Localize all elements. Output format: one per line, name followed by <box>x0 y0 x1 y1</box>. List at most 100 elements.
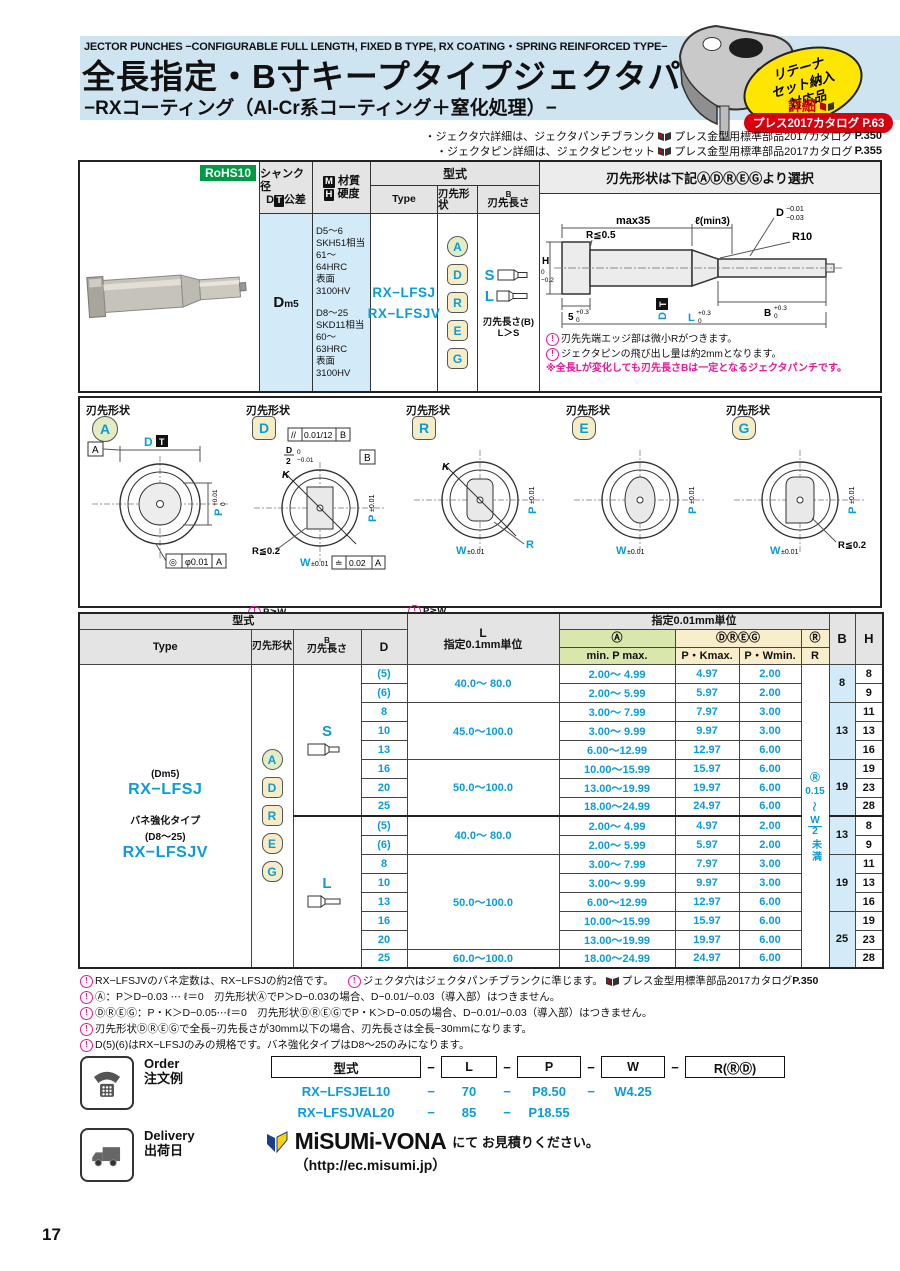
ex1-w: W4.25 <box>614 1084 652 1099</box>
tip-l-icon <box>307 895 341 908</box>
pw-value: 3.00 <box>738 720 802 741</box>
footnote-5: D(5)(6)はRX−LFSJのみの規格です。バネ強化タイプはD8〜25のみにな… <box>80 1038 469 1053</box>
dim-l-min3: ℓ(min3) <box>695 216 730 227</box>
shape-g-dim-p: P <box>847 507 859 514</box>
tip-l-icon <box>496 290 528 302</box>
m-box: M <box>323 175 335 188</box>
blade-shape-r: 刃先形状 R K P ±0.01 W ±0.01 R P≧W <box>400 398 560 644</box>
h-value: 9 <box>854 682 884 703</box>
order-label: Order 注文例 <box>144 1056 183 1086</box>
product-photo-cell: RoHS10 <box>80 162 260 391</box>
r-tilde: 〜 <box>807 801 819 812</box>
minmax-value: 10.00〜15.99 <box>558 758 676 779</box>
delivery-label-jp: 出荷日 <box>144 1143 184 1158</box>
type1-code: RX−LFSJ <box>128 781 203 799</box>
shape-e-label: 刃先形状 <box>566 405 610 417</box>
header-l1: L <box>479 625 487 640</box>
pw-value: 2.00 <box>738 682 802 703</box>
material-value-cell: D5〜6 SKH51相当 61〜64HRC 表面3100HV D8〜25 SKD… <box>313 214 370 391</box>
material-block2: D8〜25 SKD11相当 60〜63HRC 表面3100HV <box>316 308 367 380</box>
footnote-3: ⒹⓇⒺⒼ：P・K＞D−0.05⋯ℓ＝0 刃先形状ⒹⓇⒺⒼでP・K＞D−0.05の… <box>80 1006 652 1021</box>
minmax-value: 3.00〜 7.99 <box>558 701 676 722</box>
bullet2-text: ・ジェクタピン詳細は、ジェクタピンセット <box>436 146 656 158</box>
l-range: 45.0〜100.0 <box>406 701 560 760</box>
d-value: 10 <box>360 720 408 741</box>
note-icon <box>80 975 93 988</box>
ex2-l: 85 <box>461 1105 477 1120</box>
model-group: 型式 Type RX−LFSJ RX−LFSJV 刃先形状 A D R E <box>367 162 540 391</box>
delivery-label-en: Delivery <box>144 1128 195 1143</box>
shape-a-fcf-dat: A <box>216 557 222 567</box>
pk-value: 24.97 <box>674 948 740 969</box>
note-icon <box>80 1007 93 1020</box>
t-box: T <box>274 195 284 207</box>
shape-d-dim-w-tol: ±0.01 <box>311 561 329 568</box>
pw-value: 6.00 <box>738 910 802 931</box>
shape-d-half-d: 2 <box>286 456 291 466</box>
shape-e-badge: E <box>572 416 596 440</box>
badge-a: A <box>261 749 283 771</box>
shape-badge-d: D <box>447 264 468 285</box>
delivery-label: Delivery 出荷日 <box>144 1128 195 1158</box>
minmax-value: 3.00〜 9.99 <box>558 872 676 893</box>
shape-d-half-sup: 0 <box>297 449 301 456</box>
note-icon <box>80 1039 93 1052</box>
pk-value: 7.97 <box>674 853 740 874</box>
dim-d: D <box>776 207 784 219</box>
tip-note2: L＞S <box>497 327 520 339</box>
mat2-l2: SKD11相当 <box>316 319 365 331</box>
shape-a-fcf-val: φ0.01 <box>185 557 208 567</box>
tip-s-cell: S <box>292 663 362 817</box>
shape-e-drawing: P ±0.01 W ±0.01 <box>574 450 706 557</box>
dim-b-sub: 0 <box>774 313 778 320</box>
shape-badge-e: E <box>447 320 468 341</box>
tip-header-sup: B <box>505 189 512 199</box>
note-icon <box>80 1023 93 1036</box>
minmax-value: 3.00〜 7.99 <box>558 853 676 874</box>
shape-d-f1-dat: B <box>340 430 346 440</box>
shape-d-drawing: // 0.01/12 B D 2 0 −0.01 B K P <box>252 427 386 570</box>
order-example-2: RX−LFSJVAL20− 85− P18.55 <box>271 1105 785 1120</box>
header-l: L 指定0.1mm単位 <box>406 612 560 665</box>
pk-value: 5.97 <box>674 834 740 855</box>
type2-label: RX−LFSJV <box>367 305 441 321</box>
r-badge: Ⓡ <box>810 772 821 784</box>
delivery-info: MiSUMi-VONA にて お見積りください。 （http://ec.misu… <box>265 1128 599 1175</box>
shape-badges-cell: A D R E G <box>250 663 294 969</box>
type1-size-note: (Dm5) <box>151 769 180 781</box>
dim-h: H <box>542 256 549 267</box>
shape-r-dim-p-tol: ±0.01 <box>529 486 536 504</box>
header-min-p-max: min. P max. <box>558 646 676 665</box>
header-h: H <box>854 612 884 665</box>
shape-subcolumn: 刃先形状 A D R E G <box>438 186 478 391</box>
pk-value: 5.97 <box>674 682 740 703</box>
note-icon <box>546 333 559 346</box>
footnote-1: RX−LFSJVのバネ定数は、RX−LFSJの約2倍です。 ジェクタ穴はジェクタ… <box>80 974 818 989</box>
table-row: 20 13.00〜19.99 19.97 6.00 23 <box>79 777 884 798</box>
material-label: 材質 <box>337 174 360 187</box>
type-subcolumn: Type RX−LFSJ RX−LFSJV <box>367 186 441 391</box>
shape-d-f1-val: 0.01/12 <box>304 430 333 440</box>
rohs-badge: RoHS10 <box>199 165 256 181</box>
header-b: B <box>828 612 856 665</box>
shape-d-label: 刃先形状 <box>246 405 290 417</box>
pw-value: 6.00 <box>738 777 802 798</box>
header-type: Type <box>78 628 252 665</box>
delivery-text: にて お見積りください。 <box>452 1135 599 1150</box>
footnote-1-page: P.350 <box>792 975 819 987</box>
table-row: (Dm5) RX−LFSJ バネ強化タイプ (D8〜25) RX−LFSJV A… <box>78 663 884 969</box>
mat2-l1: D8〜25 <box>316 307 349 319</box>
bullet-jector-hole: ・ジェクタ穴詳細は、ジェクタパンチブランク プレス金型用標準部品2017カタログ… <box>425 128 882 144</box>
ex2-sep: − <box>503 1105 511 1120</box>
table-row: 16 10.00〜15.99 15.97 6.00 25 19 <box>79 910 884 969</box>
footnote-1-catalog: プレス金型用標準部品2017カタログ <box>621 975 793 987</box>
pw-value: 6.00 <box>738 739 802 760</box>
order-formula: 型式 − L − P − W − R(ⓇⒹ) RX−LFSJEL10− 70− … <box>271 1056 786 1120</box>
catalog-icon <box>658 131 672 141</box>
d-value: 13 <box>360 891 408 912</box>
pk-value: 12.97 <box>674 739 740 760</box>
shape-d-badge: D <box>252 416 276 440</box>
